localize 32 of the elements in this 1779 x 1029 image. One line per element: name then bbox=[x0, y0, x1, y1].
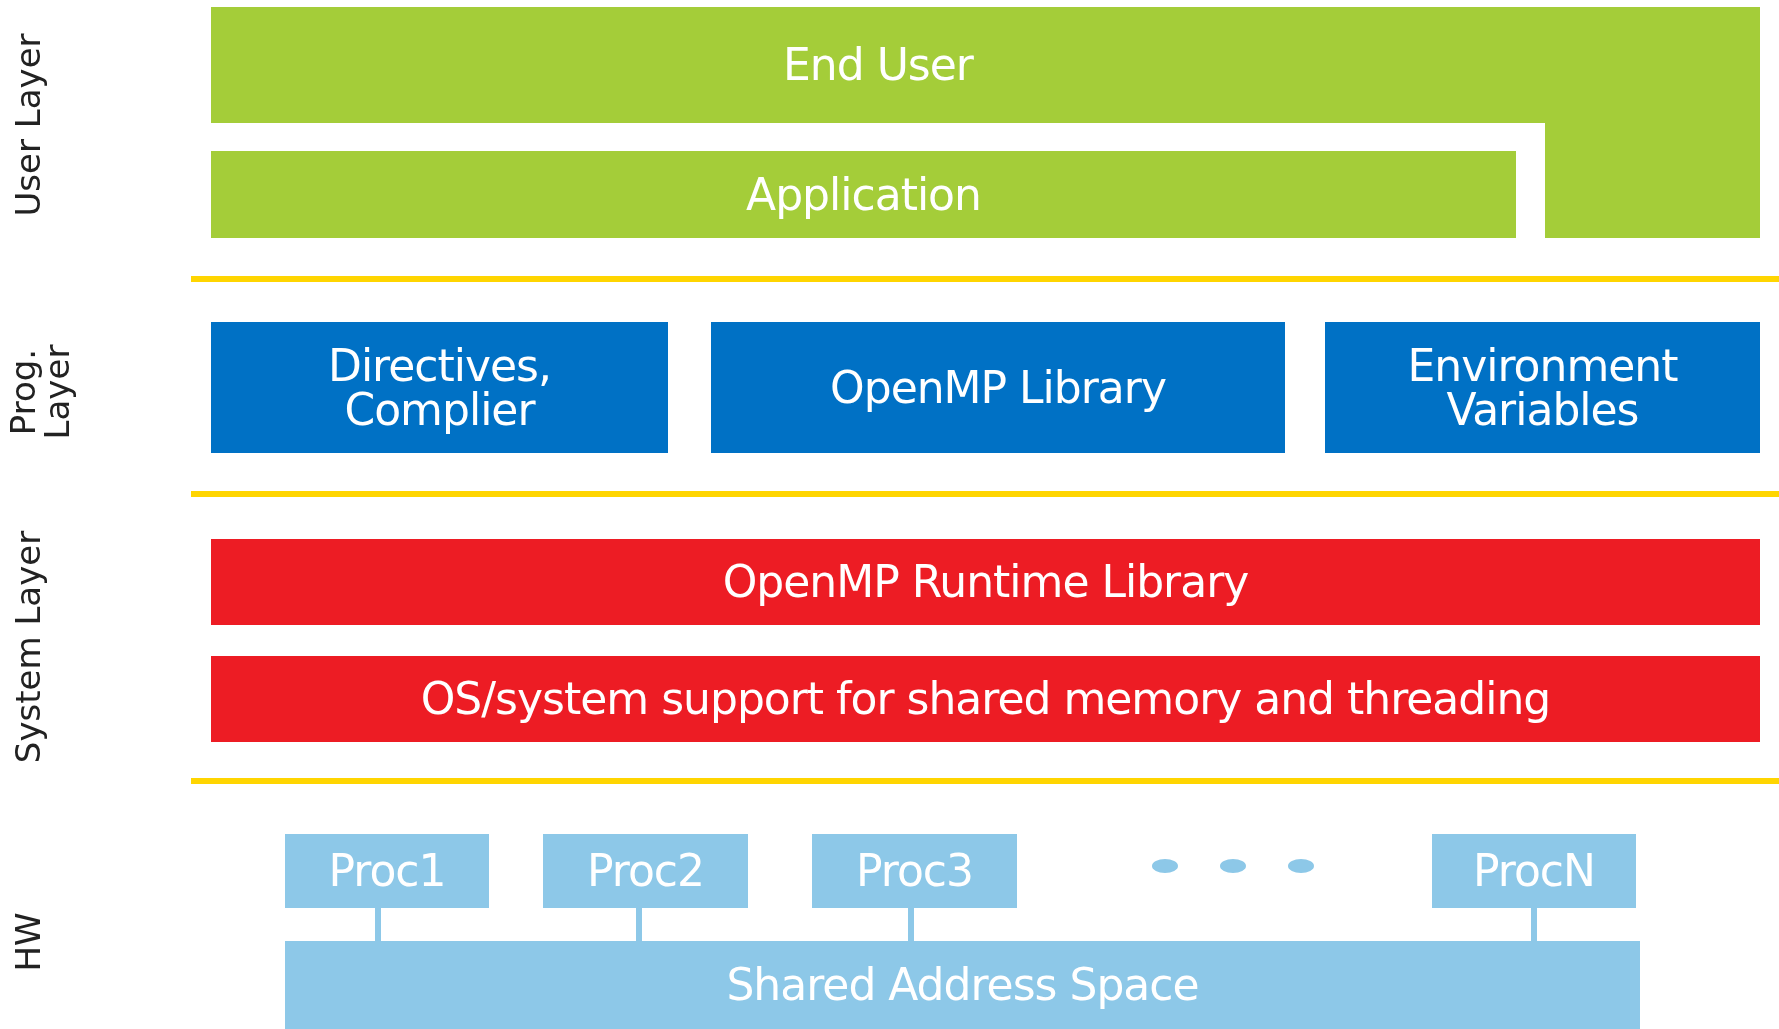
hardware-box bbox=[285, 834, 489, 908]
layer-label: System Layer bbox=[11, 530, 45, 764]
hardware-box bbox=[285, 941, 1640, 1029]
connector-line bbox=[636, 908, 642, 941]
box-label: Application bbox=[746, 172, 981, 217]
system-box bbox=[211, 539, 1760, 625]
box-label: Shared Address Space bbox=[726, 963, 1199, 1007]
box-label: Environment Variables bbox=[1406, 343, 1679, 432]
box-label: Proc1 bbox=[328, 849, 446, 893]
layer-label: HW bbox=[11, 912, 45, 972]
box-label: Directives, Complier bbox=[327, 343, 552, 432]
l-shaped-layer-box bbox=[211, 7, 1760, 238]
component-box bbox=[1325, 322, 1760, 453]
box-label: OS/system support for shared memory and threading bbox=[420, 677, 1551, 721]
system-box bbox=[211, 656, 1760, 742]
hardware-box bbox=[543, 834, 748, 908]
connector-line bbox=[1531, 908, 1537, 941]
layer-label: Prog. Layer bbox=[6, 343, 74, 442]
hardware-box bbox=[812, 834, 1017, 908]
component-box bbox=[711, 322, 1285, 453]
connector-line bbox=[908, 908, 914, 941]
box-label: OpenMP Runtime Library bbox=[722, 560, 1249, 604]
component-box bbox=[211, 322, 668, 453]
box-label: End User bbox=[783, 43, 973, 87]
layer-box bbox=[211, 151, 1516, 238]
box-label: Proc3 bbox=[856, 849, 973, 893]
box-label: ProcN bbox=[1473, 849, 1595, 893]
box-label: Proc2 bbox=[587, 849, 704, 893]
connector-line bbox=[375, 908, 381, 941]
layer-label: User Layer bbox=[11, 33, 45, 217]
box-label: OpenMP Library bbox=[830, 365, 1166, 410]
hardware-box bbox=[1432, 834, 1636, 908]
